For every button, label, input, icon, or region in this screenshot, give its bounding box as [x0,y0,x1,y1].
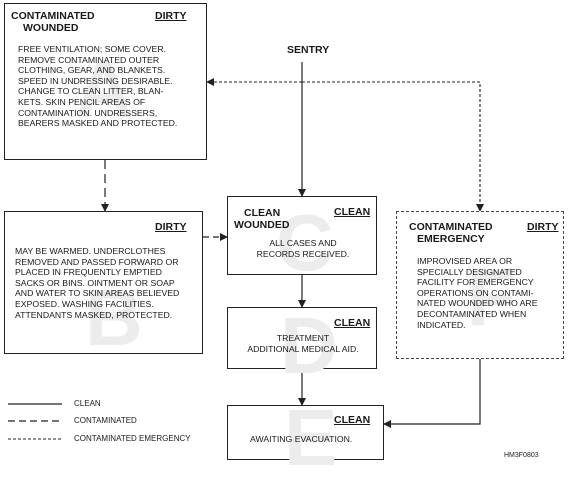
box-treatment: D CLEAN TREATMENT ADDITIONAL MEDICAL AID… [227,301,377,390]
box-contaminated-emergency: F CONTAMINATED EMERGENCY DIRTY IMPROVISE… [396,211,564,359]
box-c-title-line2: WOUNDED [234,219,290,231]
legend-label-emergency: CONTAMINATED EMERGENCY [74,434,191,443]
box-a-text: FREE VENTILATION; SOME COVER. REMOVE CON… [18,44,178,129]
connectors [8,62,484,440]
sentry-label: SENTRY [287,44,330,56]
box-f-title-line2: EMERGENCY [417,233,485,245]
box-c-status: CLEAN [334,206,371,218]
box-b-text: MAY BE WARMED. UNDERCLOTHES REMOVED AND … [15,246,180,320]
box-c-text: ALL CASES AND RECORDS RECEIVED. [256,238,350,259]
box-clean-wounded: C CLEAN WOUNDED CLEAN ALL CASES AND RECO… [227,196,377,287]
station-letter-b: B [85,273,143,362]
legend-label-contaminated: CONTAMINATED [74,416,137,425]
box-contaminated-wounded: A CONTAMINATED WOUNDED DIRTY FREE VENTIL… [4,3,207,160]
box-b-status: DIRTY [155,221,187,233]
arrow-f-to-e [383,359,481,428]
box-e-status: CLEAN [334,414,371,426]
station-letter-f: F [467,253,516,342]
station-letter-a: A [75,45,133,134]
figure-code: HM3F0803 [504,452,539,459]
box-f-text: IMPROVISED AREA OR SPECIALLY DESIGNATED … [417,256,538,330]
box-f-status: DIRTY [527,221,559,233]
box-a-status: DIRTY [155,10,187,22]
box-a-title-line1: CONTAMINATED [11,10,95,22]
box-d-status: CLEAN [334,317,371,329]
box-c-title-line1: CLEAN [244,207,281,219]
box-undressing: B DIRTY MAY BE WARMED. UNDERCLOTHES REMO… [4,211,203,362]
box-f-title-line1: CONTAMINATED [409,221,493,233]
box-d-text: TREATMENT ADDITIONAL MEDICAL AID. [247,333,359,354]
box-a-title-line2: WOUNDED [23,22,79,34]
station-letter-d: D [280,301,338,390]
legend-label-clean: CLEAN [74,399,101,408]
box-e-text: AWAITING EVACUATION. [250,434,353,444]
station-letter-c: C [276,198,334,287]
box-evacuation: E CLEAN AWAITING EVACUATION. [227,393,384,482]
arrow-sentry-to-f [302,81,484,212]
